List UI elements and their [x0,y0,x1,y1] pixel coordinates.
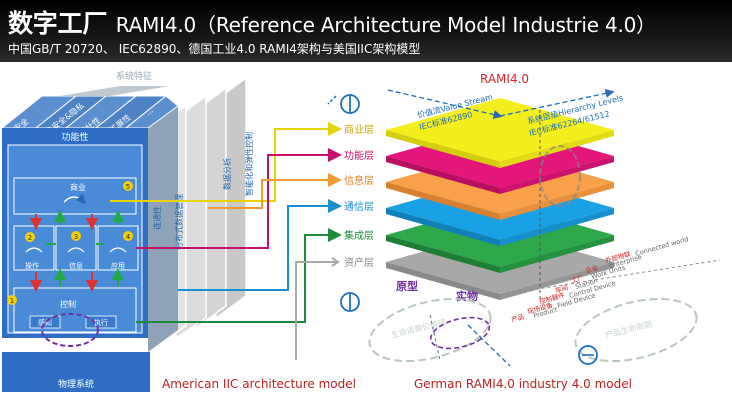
layer-label-integration: 集成层 [344,229,374,242]
physical-system-box [2,352,150,392]
rami-title: RAMI4.0 [480,72,529,86]
number-markers: 1 2 3 4 5 [7,181,133,305]
mapping-arrows [110,94,360,360]
title-en: RAMI4.0（Reference Architecture Model Ind… [115,13,656,37]
control-label: 控制 [60,299,76,309]
layer-label-asset: 资产层 [344,256,374,269]
marker-4: 4 [126,233,131,241]
flow-arrows [30,210,124,292]
system-features-label: 系统特征 [116,70,152,82]
iic-panels [148,76,247,352]
level-cn-product: 产品 [510,312,525,324]
arrow-business [110,122,342,202]
physical-system-label: 物理系统 [58,378,94,390]
rami-up-arrow-icon [340,94,360,114]
control-cycle-loop [41,313,99,347]
rami-down-arrow-icon [340,292,360,312]
information-cycle-icon [67,247,85,253]
panel-label-connectivity: 连通性 [152,206,162,230]
level-en-connected: Connected world [634,235,689,258]
marker-2: 2 [28,234,32,242]
lifecycle-loop-icon [539,145,581,207]
type-label: 原型 [396,279,418,293]
side-label-more: ... [144,106,156,118]
sense-label: 感知 [38,318,52,327]
page-title: 数字工厂 RAMI4.0（Reference Architecture Mode… [8,4,656,40]
layer-label-business: 商业层 [344,123,374,136]
arrow-communication [178,199,342,291]
level-cn-workunits: 工厂 [570,274,585,285]
rami-model: RAMI4.0 商业层 功能层 信息层 通信层 集成层 资产层 [344,72,721,391]
information-label: 信息 [69,261,83,270]
execute-box [85,315,117,329]
execute-label: 执行 [94,318,108,327]
arrow-asset [295,261,338,360]
lifecycle-loops: 生命周期价值链 产品生命周期 [368,297,698,367]
application-label: 应用 [111,261,125,270]
panel-label-data-mgmt: 分布式数据管理 [174,194,184,250]
rami-axes [387,88,721,300]
title-bar: 数字工厂 RAMI4.0（Reference Architecture Mode… [0,0,732,62]
level-cn-station: 车间 [554,283,569,295]
layer-label-function: 功能层 [344,149,374,162]
sense-box [29,315,61,329]
arrow-information [208,173,342,209]
iic-model: 系统特征 生产安全 信息安全&隐私 健壮性 可扩展性 ... 连通性 分布式数据… [0,70,356,392]
marker-1: 1 [10,297,14,305]
business-label: 商业 [70,182,86,192]
rami-layers [386,98,614,300]
operation-label: 操作 [25,261,39,270]
marker-5: 5 [126,183,130,191]
lifecycle-right-label: 产品生命周期 [604,319,653,340]
business-box [13,177,137,215]
lifecycle-left-label: 生命周期价值链 [390,317,447,340]
panel-label-control: 智能化和弹性控制 [244,132,254,196]
title-cn: 数字工厂 [8,9,108,38]
functional-title: 功能性 [61,131,88,143]
layer-label-communication: 通信层 [344,201,374,213]
panel-label-analytics: 数据分析 [222,158,232,190]
page-subtitle: 中国GB/T 20720、 IEC62890、德国工业4.0 RAMI4架构与美… [8,42,421,56]
iic-caption: American IIC architecture model [162,377,356,391]
application-cycle-icon [109,247,127,253]
layer-labels: 商业层 功能层 信息层 通信层 集成层 资产层 [344,123,374,269]
arrow-integration [136,228,342,323]
level-cn-enterprise: 企业 [584,263,599,275]
rami-caption: German RAMI4.0 industry 4.0 model [414,377,632,391]
operation-cycle-icon [25,247,43,253]
arrow-function [136,148,342,249]
layer-label-information: 信息层 [344,174,374,187]
business-cycle-icon [63,193,86,204]
marker-3: 3 [74,233,78,241]
lifecycle-end-icon [578,345,598,365]
